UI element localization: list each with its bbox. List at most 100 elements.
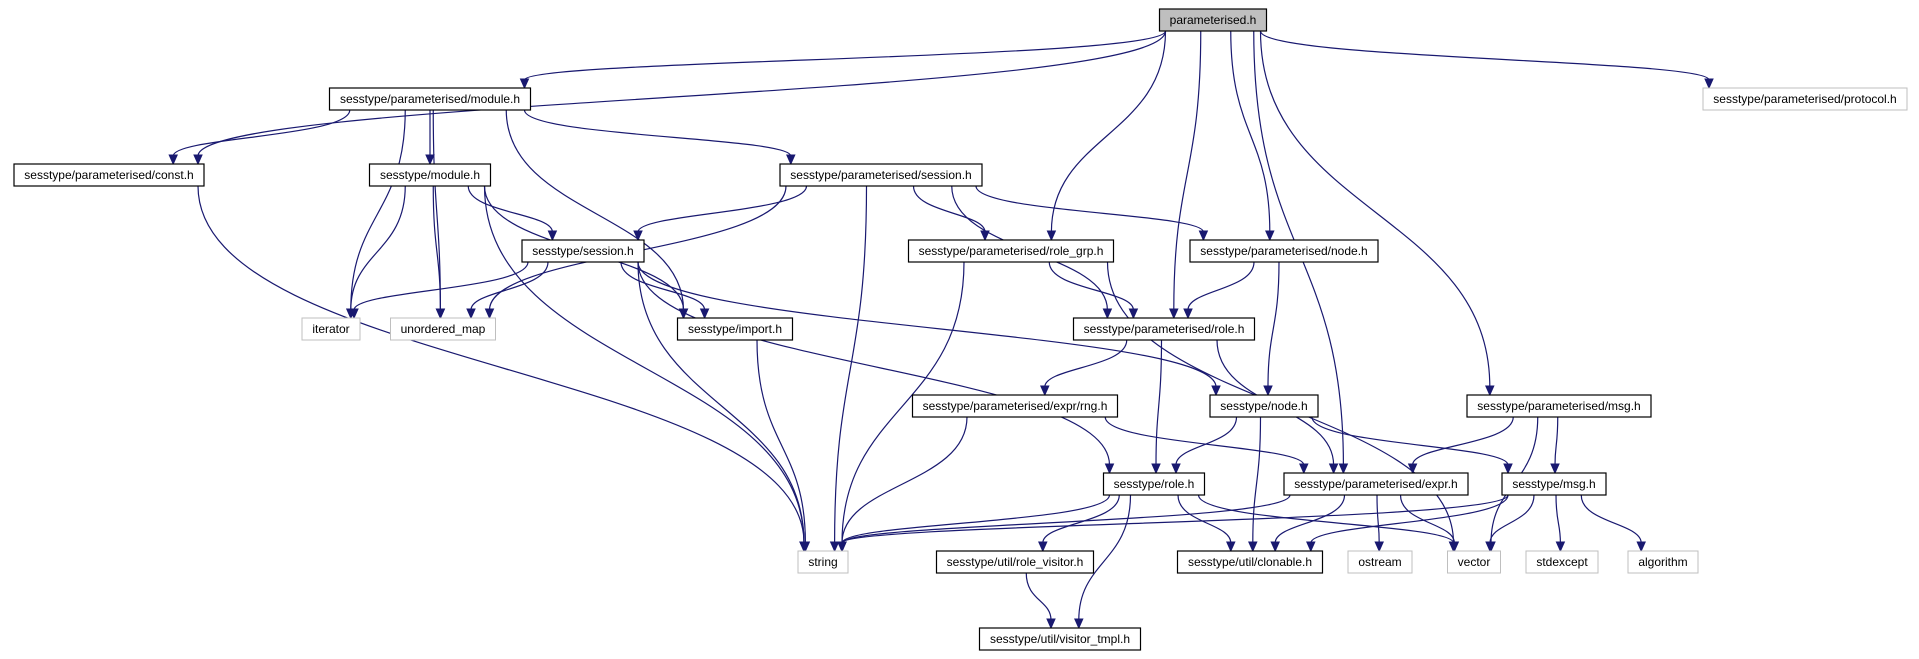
include-edge (197, 30, 1167, 157)
node-pexpr[interactable]: sesstype/parameterised/expr.h (1283, 472, 1469, 496)
include-edge (841, 494, 1509, 544)
node-rolevisitor[interactable]: sesstype/util/role_visitor.h (935, 550, 1095, 574)
node-box (676, 317, 794, 341)
include-edge (1048, 261, 1134, 311)
edge-arrowhead (435, 308, 446, 320)
node-const[interactable]: sesstype/parameterised/const.h (13, 163, 205, 187)
include-edge (1104, 416, 1305, 466)
edge-arrowhead (1503, 463, 1513, 475)
include-edge (172, 109, 351, 157)
node-label: unordered_map (401, 322, 486, 336)
edge-arrowhead (547, 230, 558, 242)
node-label: sesstype/parameterised/role.h (1084, 322, 1245, 336)
include-edge (1078, 494, 1132, 621)
edge-arrowhead (1183, 308, 1193, 320)
node-pmodule[interactable]: sesstype/parameterised/module.h (328, 87, 532, 111)
node-box (779, 163, 983, 187)
node-clonable[interactable]: sesstype/util/clonable.h (1176, 550, 1324, 574)
edge-arrowhead (484, 308, 495, 320)
edge-arrowhead (1555, 541, 1566, 553)
include-edge (1230, 30, 1271, 233)
edge-arrowhead (425, 154, 435, 166)
node-pmsg[interactable]: sesstype/parameterised/msg.h (1466, 394, 1652, 418)
node-box (911, 394, 1119, 418)
edge-arrowhead (1704, 78, 1714, 90)
edge-arrowhead (519, 78, 530, 90)
node-label: sesstype/role.h (1114, 477, 1195, 491)
node-pnode[interactable]: sesstype/parameterised/node.h (1189, 239, 1379, 263)
include-edge (1259, 30, 1491, 388)
node-box (907, 239, 1115, 263)
node-psession[interactable]: sesstype/parameterised/session.h (779, 163, 983, 187)
node-box (1209, 394, 1319, 418)
node-msg[interactable]: sesstype/msg.h (1501, 472, 1607, 496)
node-label: sesstype/parameterised/role_grp.h (919, 244, 1104, 258)
node-box (1347, 550, 1413, 574)
node-box (390, 317, 496, 341)
node-module[interactable]: sesstype/module.h (368, 163, 492, 187)
include-edge (1155, 339, 1163, 466)
node-label: sesstype/parameterised/session.h (790, 168, 971, 182)
include-edge (1025, 572, 1052, 621)
edge-arrowhead (1151, 463, 1161, 475)
node-label: parameterised.h (1170, 13, 1257, 27)
node-role[interactable]: sesstype/role.h (1102, 472, 1206, 496)
node-box (1501, 472, 1607, 496)
edge-arrowhead (800, 541, 811, 553)
include-edge (1554, 416, 1559, 466)
node-session[interactable]: sesstype/session.h (521, 239, 645, 263)
node-label: sesstype/parameterised/protocol.h (1713, 92, 1896, 106)
node-exprrng[interactable]: sesstype/parameterised/expr/rng.h (911, 394, 1119, 418)
node-box (1447, 550, 1501, 574)
nodes-layer: parameterised.h sesstype/parameterised/mo… (13, 8, 1908, 651)
edge-arrowhead (1046, 618, 1056, 630)
edge-arrowhead (1485, 385, 1495, 397)
node-box (368, 163, 492, 187)
include-edge (523, 30, 1167, 81)
node-label: algorithm (1638, 555, 1687, 569)
node-rolegrp[interactable]: sesstype/parameterised/role_grp.h (907, 239, 1115, 263)
include-edge (1311, 416, 1509, 466)
node-label: sesstype/parameterised/node.h (1200, 244, 1367, 258)
include-edge (841, 494, 1291, 544)
node-box (1189, 239, 1379, 263)
edge-arrowhead (1270, 541, 1280, 553)
node-box (1283, 472, 1469, 496)
node-box (1466, 394, 1652, 418)
include-edge (467, 185, 553, 233)
node-box (328, 87, 532, 111)
node-iterator: iterator (301, 317, 361, 341)
include-edge (1399, 494, 1455, 544)
node-label: sesstype/parameterised/const.h (24, 168, 193, 182)
edge-arrowhead (1449, 541, 1460, 553)
node-root[interactable]: parameterised.h (1158, 8, 1268, 32)
edge-arrowhead (1374, 541, 1384, 553)
edge-arrowhead (349, 308, 359, 320)
edge-arrowhead (699, 308, 710, 320)
include-edge (1252, 416, 1262, 544)
include-edge (834, 185, 868, 544)
edge-arrowhead (1248, 541, 1258, 553)
edge-arrowhead (829, 541, 840, 553)
node-box (1702, 87, 1908, 111)
node-label: sesstype/node.h (1220, 399, 1307, 413)
node-umap: unordered_map (390, 317, 496, 341)
edge-arrowhead (786, 154, 796, 166)
include-edge (1050, 30, 1167, 233)
node-label: ostream (1358, 555, 1401, 569)
include-edge (1274, 494, 1346, 544)
edge-arrowhead (1102, 308, 1113, 320)
node-prole[interactable]: sesstype/parameterised/role.h (1072, 317, 1256, 341)
include-edge (353, 261, 529, 311)
node-box (301, 317, 361, 341)
node-visitortmpl[interactable]: sesstype/util/visitor_tmpl.h (978, 627, 1142, 651)
include-edge (1489, 494, 1535, 544)
edge-arrowhead (1198, 230, 1209, 242)
edge-arrowhead (1226, 541, 1236, 553)
node-node[interactable]: sesstype/node.h (1209, 394, 1319, 418)
include-edge (1376, 494, 1380, 544)
node-box (1158, 8, 1268, 32)
edge-arrowhead (168, 154, 178, 166)
node-import[interactable]: sesstype/import.h (676, 317, 794, 341)
edge-arrowhead (1169, 308, 1179, 320)
